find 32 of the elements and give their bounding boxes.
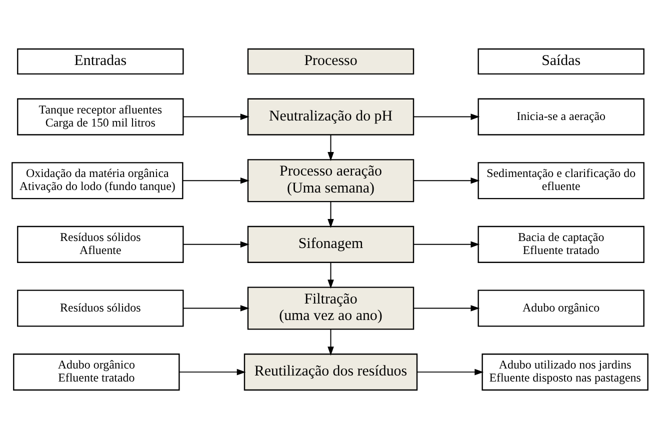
arrow — [182, 305, 250, 312]
node-box: Neutralização do pH — [247, 98, 414, 136]
arrow — [178, 368, 246, 376]
arrow — [328, 201, 334, 228]
node-box: Inicia-se a aeração — [478, 98, 644, 136]
node-box: Sifonagem — [247, 226, 414, 263]
node-box: Sedimentação e clarificação do efluente — [478, 162, 644, 200]
arrow — [413, 114, 480, 120]
arrow — [328, 134, 334, 162]
node-box: Processo aeração (Uma semana) — [247, 159, 414, 202]
node-box: Resíduos sólidos — [17, 290, 184, 327]
arrow — [182, 241, 250, 248]
arrow — [328, 262, 334, 289]
node-box: Adubo utilizado nos jardins Efluente disposto nas pastagens — [482, 354, 648, 391]
arrow — [328, 329, 334, 356]
node-box: Adubo orgânico — [478, 290, 644, 327]
node-box: Resíduos sólidos Afluente — [17, 226, 184, 263]
arrow — [413, 305, 480, 312]
node-box: Saídas — [478, 48, 644, 75]
node-box: Bacia de captação Efluente tratado — [478, 226, 644, 263]
arrow — [416, 368, 484, 376]
arrow — [413, 241, 480, 248]
node-box: Entradas — [17, 48, 184, 75]
node-box: Tanque receptor afluentes Carga de 150 mil litros — [17, 98, 184, 136]
node-box: Filtração (uma vez ao ano) — [247, 286, 414, 330]
node-box: Oxidação da matéria orgânica Ativação do lodo (fundo tanque) — [12, 162, 184, 200]
node-box: Processo — [247, 48, 414, 75]
node-box: Adubo orgânico Efluente tratado — [13, 354, 180, 391]
arrow — [413, 177, 480, 184]
arrow — [182, 114, 250, 120]
arrow — [182, 177, 250, 184]
node-box: Reutilização dos resíduos — [244, 354, 418, 391]
